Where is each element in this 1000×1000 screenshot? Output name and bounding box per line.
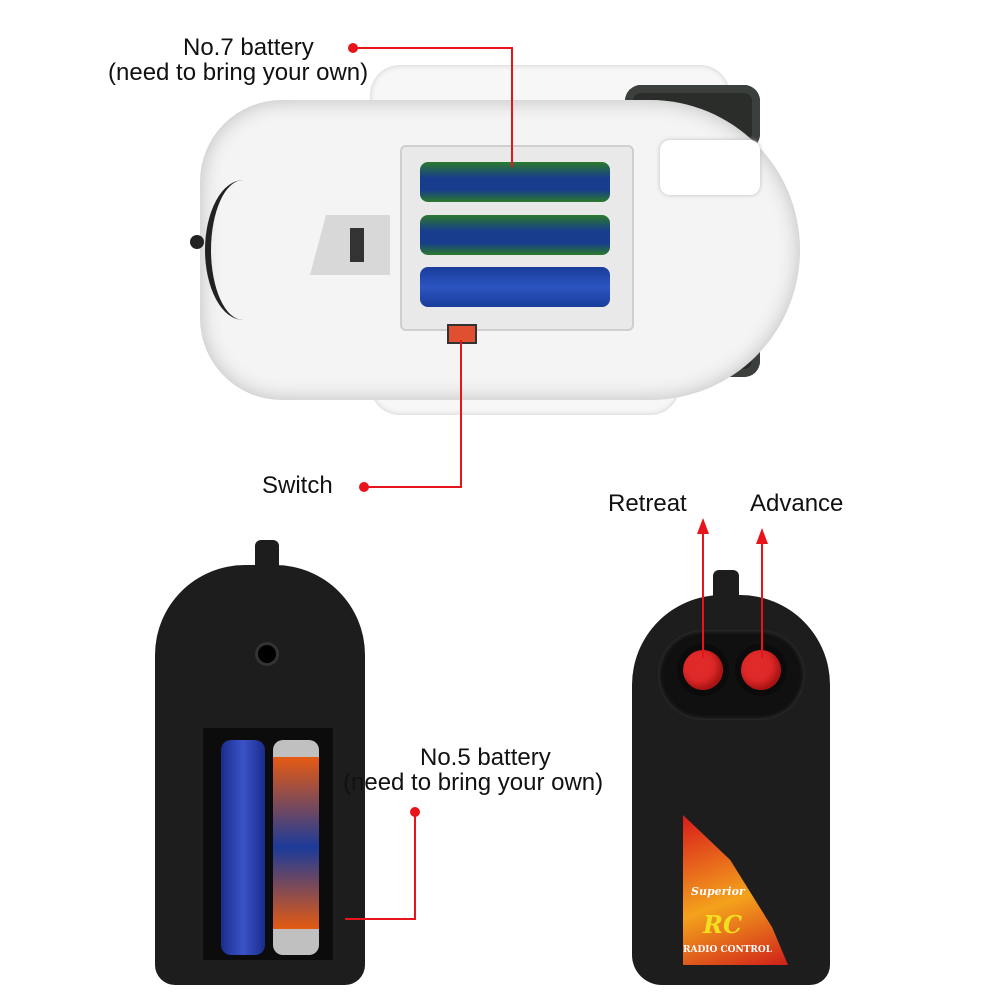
battery-compartment (400, 145, 634, 331)
decal-brand: RC (703, 910, 743, 939)
arrow-up-icon (697, 518, 709, 534)
screw-hole (258, 645, 276, 663)
gear (350, 228, 364, 262)
battery (221, 740, 265, 955)
advance-label: Advance (750, 490, 844, 517)
arrow-up-icon (756, 528, 768, 544)
decal-caption: RADIO CONTROL (683, 945, 773, 955)
annotation-dot (410, 807, 420, 817)
decal-script: Superior (691, 885, 745, 898)
annotation-dot (359, 482, 369, 492)
battery (420, 162, 610, 202)
nose (190, 235, 204, 249)
leader-line (355, 47, 513, 49)
annotation-dot (348, 43, 358, 53)
no5-battery-note: (need to bring your own) (343, 769, 604, 796)
whiskers (205, 180, 281, 320)
leader-line (702, 530, 704, 658)
battery (420, 215, 610, 255)
leader-line (511, 47, 513, 167)
leader-line (460, 340, 462, 488)
switch-label: Switch (262, 472, 333, 499)
battery (273, 740, 319, 955)
battery-compartment (203, 728, 333, 960)
retreat-label: Retreat (608, 490, 687, 517)
car-bumper (660, 140, 760, 195)
leader-line (345, 918, 416, 920)
leader-line (364, 486, 462, 488)
no5-battery-label: No.5 battery (420, 744, 551, 771)
leader-line (414, 812, 416, 920)
no7-battery-label: No.7 battery (183, 34, 314, 61)
battery (420, 267, 610, 307)
no7-battery-note: (need to bring your own) (108, 59, 369, 86)
leader-line (761, 540, 763, 658)
power-switch (447, 324, 477, 344)
button-panel (658, 630, 805, 720)
